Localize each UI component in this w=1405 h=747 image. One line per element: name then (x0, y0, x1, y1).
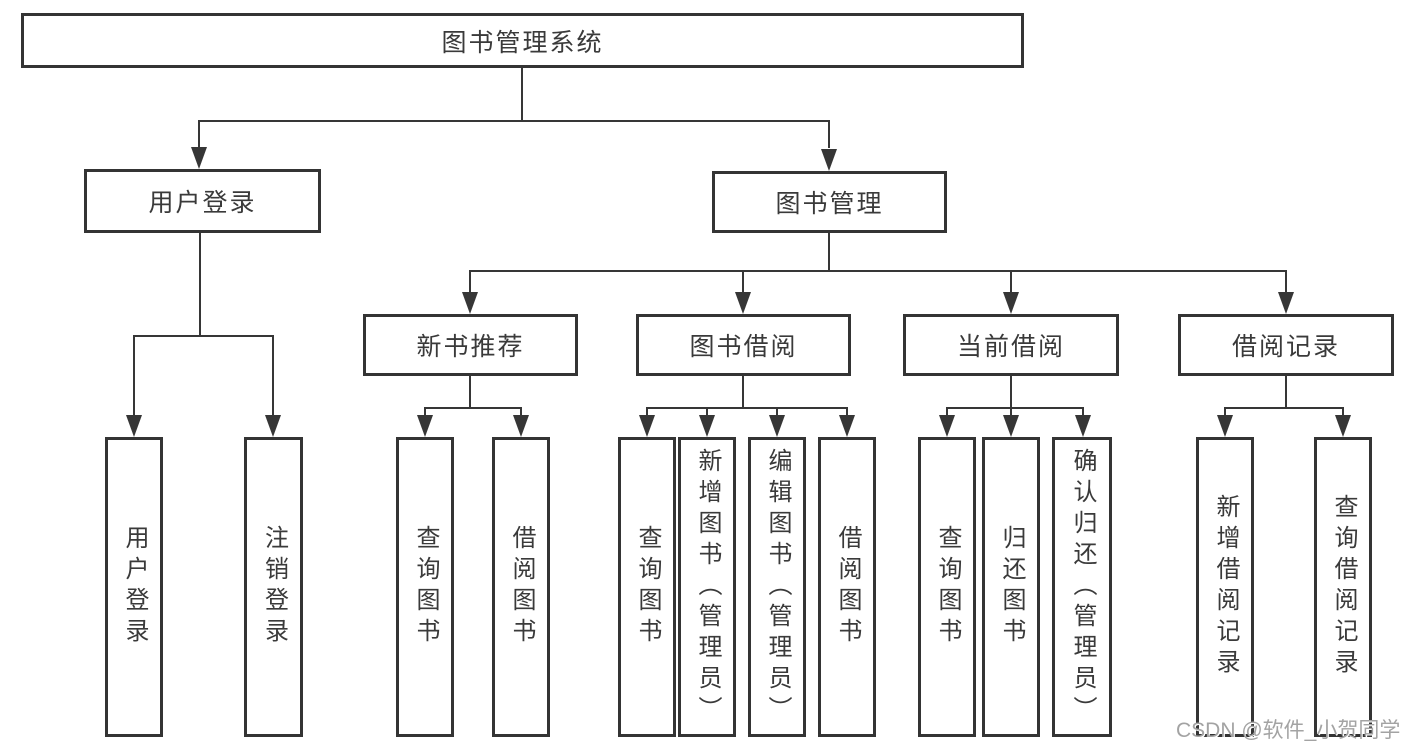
leaf-label: 注销登录 (260, 525, 288, 649)
arrow-down-icon (1075, 415, 1091, 437)
node-label: 新书推荐 (416, 333, 525, 361)
leaf-borrow-books: 借阅图书 (818, 437, 876, 737)
connector-line (198, 120, 830, 122)
arrow-down-icon (735, 292, 751, 314)
leaf-label: 查询图书 (634, 525, 661, 649)
leaf-borrow-books: 借阅图书 (492, 437, 550, 737)
connector-line (198, 120, 200, 148)
node-label: 借阅记录 (1231, 333, 1340, 361)
connector-line (1010, 376, 1012, 407)
connector-line (1285, 270, 1287, 293)
leaf-query-borrow-record: 查询借阅记录 (1314, 437, 1372, 737)
arrow-down-icon (1217, 415, 1233, 437)
arrow-down-icon (462, 292, 478, 314)
connector-line (469, 270, 1287, 272)
node-label: 图书管理 (775, 190, 884, 218)
connector-line (469, 270, 471, 293)
arrow-down-icon (1335, 415, 1351, 437)
connector-line (828, 120, 830, 148)
arrow-down-icon (1003, 292, 1019, 314)
connector-line (1342, 407, 1344, 417)
connector-line (520, 407, 522, 417)
csdn-watermark: CSDN @软件_小贺同学 (1176, 719, 1401, 742)
leaf-confirm-return-admin: 确认归还（管理员） (1052, 437, 1112, 737)
arrow-down-icon (769, 415, 785, 437)
node-label: 图书管理系统 (441, 28, 604, 57)
connector-line (1224, 407, 1344, 409)
connector-line (742, 270, 744, 293)
node-user-login: 用户登录 (84, 169, 321, 233)
leaf-label: 用户登录 (121, 525, 148, 649)
connector-line (828, 233, 830, 270)
leaf-return-books: 归还图书 (982, 437, 1040, 737)
arrow-down-icon (699, 415, 715, 437)
arrow-down-icon (417, 415, 433, 437)
connector-line (199, 233, 201, 335)
arrow-down-icon (191, 147, 207, 169)
leaf-label: 查询借阅记录 (1330, 494, 1357, 680)
connector-line (469, 376, 471, 407)
arrow-down-icon (265, 415, 281, 437)
connector-line (946, 407, 948, 417)
leaf-user-login: 用户登录 (105, 437, 163, 737)
arrow-down-icon (1278, 292, 1294, 314)
arrow-down-icon (839, 415, 855, 437)
leaf-label: 查询图书 (934, 525, 961, 649)
connector-line (646, 407, 848, 409)
node-book-management: 图书管理 (712, 171, 947, 233)
node-current-borrowing: 当前借阅 (903, 314, 1119, 376)
connector-line (133, 335, 273, 337)
connector-line (1010, 407, 1012, 417)
node-label: 当前借阅 (956, 333, 1065, 361)
arrow-down-icon (126, 415, 142, 437)
node-label: 用户登录 (148, 189, 257, 217)
connector-line (1285, 376, 1287, 407)
leaf-edit-books-admin: 编辑图书（管理员） (748, 437, 806, 737)
node-book-borrowing: 图书借阅 (636, 314, 851, 376)
node-library-management-system: 图书管理系统 (21, 13, 1024, 68)
arrow-down-icon (821, 149, 837, 171)
leaf-label: 新增借阅记录 (1212, 494, 1239, 680)
leaf-query-books: 查询图书 (918, 437, 976, 737)
connector-line (646, 407, 648, 417)
leaf-add-books-admin: 新增图书（管理员） (678, 437, 736, 737)
connector-line (846, 407, 848, 417)
arrow-down-icon (639, 415, 655, 437)
leaf-add-borrow-record: 新增借阅记录 (1196, 437, 1254, 737)
connector-line (424, 407, 426, 417)
leaf-query-books: 查询图书 (396, 437, 454, 737)
connector-line (1082, 407, 1084, 417)
leaf-label: 确认归还（管理员） (1069, 447, 1096, 727)
leaf-label: 借阅图书 (508, 525, 535, 649)
connector-line (272, 335, 274, 415)
connector-line (776, 407, 778, 417)
connector-line (946, 407, 1084, 409)
connector-line (1010, 270, 1012, 293)
leaf-label: 查询图书 (412, 525, 439, 649)
connector-line (424, 407, 522, 409)
connector-line (742, 376, 744, 407)
leaf-label: 新增图书（管理员） (694, 447, 721, 727)
arrow-down-icon (939, 415, 955, 437)
node-label: 图书借阅 (689, 333, 798, 361)
connector-line (1224, 407, 1226, 417)
connector-line (521, 68, 523, 120)
arrow-down-icon (513, 415, 529, 437)
connector-line (133, 335, 135, 415)
leaf-label: 借阅图书 (834, 525, 861, 649)
leaf-label: 编辑图书（管理员） (764, 447, 791, 727)
leaf-query-books: 查询图书 (618, 437, 676, 737)
arrow-down-icon (1003, 415, 1019, 437)
leaf-label: 归还图书 (998, 525, 1025, 649)
leaf-logout: 注销登录 (244, 437, 303, 737)
connector-line (706, 407, 708, 417)
node-new-book-recommendation: 新书推荐 (363, 314, 578, 376)
node-borrowing-records: 借阅记录 (1178, 314, 1394, 376)
